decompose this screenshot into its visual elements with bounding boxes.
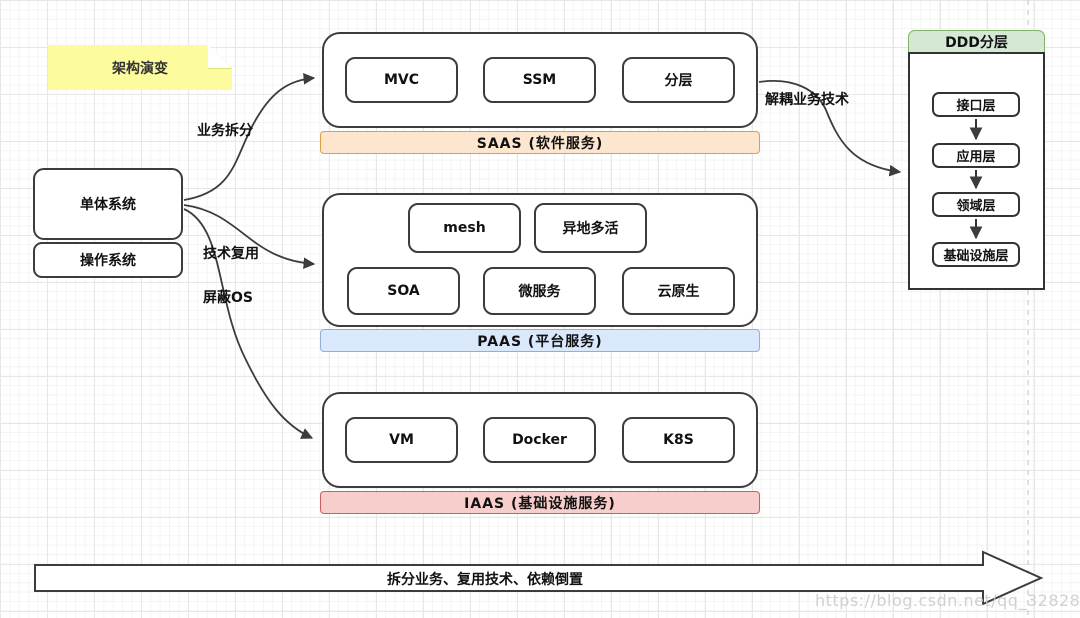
- node-microservices-label: 微服务: [518, 284, 561, 300]
- node-cloud-native-label: 云原生: [657, 284, 700, 300]
- node-soa-label: SOA: [387, 283, 420, 299]
- node-cloud-native: 云原生: [622, 267, 735, 315]
- banner-saas-label: SAAS (软件服务): [476, 135, 604, 152]
- edge-label-decouple-business-tech: 解耦业务技术: [765, 92, 849, 108]
- node-vm-label: VM: [389, 432, 414, 448]
- node-monolith-system: 单体系统: [33, 168, 183, 240]
- node-geo-redundancy: 异地多活: [534, 203, 647, 253]
- sticky-note-label: 架构演变: [112, 60, 168, 77]
- node-layered: 分层: [622, 57, 735, 103]
- bottom-arrow-label: 拆分业务、复用技术、依赖倒置: [387, 572, 583, 588]
- node-geo-redundancy-label: 异地多活: [562, 221, 619, 237]
- node-mvc: MVC: [345, 57, 458, 103]
- watermark-url: https://blog.csdn.net/qq_32828253: [815, 591, 1080, 610]
- node-soa: SOA: [347, 267, 460, 315]
- sticky-note: 架构演变: [48, 45, 232, 90]
- node-k8s: K8S: [622, 417, 735, 463]
- infrastructure-layer-label: 基础设施层: [943, 249, 1009, 264]
- node-docker: Docker: [483, 417, 596, 463]
- banner-iaas: IAAS (基础设施服务): [320, 491, 760, 514]
- ddd-header: DDD分层: [908, 30, 1045, 53]
- interface-layer-label: 接口层: [956, 99, 996, 114]
- banner-saas: SAAS (软件服务): [320, 131, 760, 154]
- node-vm: VM: [345, 417, 458, 463]
- node-interface-layer: 接口层: [932, 92, 1020, 117]
- application-layer-label: 应用层: [956, 150, 996, 165]
- banner-paas: PAAS (平台服务): [320, 329, 760, 352]
- node-infrastructure-layer: 基础设施层: [932, 242, 1020, 267]
- node-ssm: SSM: [483, 57, 596, 103]
- edge-label-business-split: 业务拆分: [197, 123, 253, 139]
- node-mesh: mesh: [408, 203, 521, 253]
- edge-label-tech-reuse: 技术复用: [203, 246, 259, 262]
- banner-paas-label: PAAS (平台服务): [477, 333, 603, 350]
- node-microservices: 微服务: [483, 267, 596, 315]
- node-k8s-label: K8S: [663, 432, 694, 448]
- node-mesh-label: mesh: [443, 220, 486, 236]
- ddd-title-label: DDD分层: [945, 34, 1008, 51]
- banner-iaas-label: IAAS (基础设施服务): [464, 495, 616, 512]
- node-layered-label: 分层: [664, 73, 693, 89]
- node-docker-label: Docker: [512, 432, 567, 448]
- domain-layer-label: 领域层: [956, 199, 996, 214]
- node-mvc-label: MVC: [383, 72, 420, 88]
- node-operating-system: 操作系统: [33, 242, 183, 278]
- node-os-label: 操作系统: [80, 253, 136, 269]
- node-monolith-label: 单体系统: [80, 197, 136, 213]
- node-ssm-label: SSM: [522, 72, 557, 88]
- node-domain-layer: 领域层: [932, 192, 1020, 217]
- node-application-layer: 应用层: [932, 143, 1020, 168]
- edge-label-shield-os: 屏蔽OS: [203, 290, 253, 306]
